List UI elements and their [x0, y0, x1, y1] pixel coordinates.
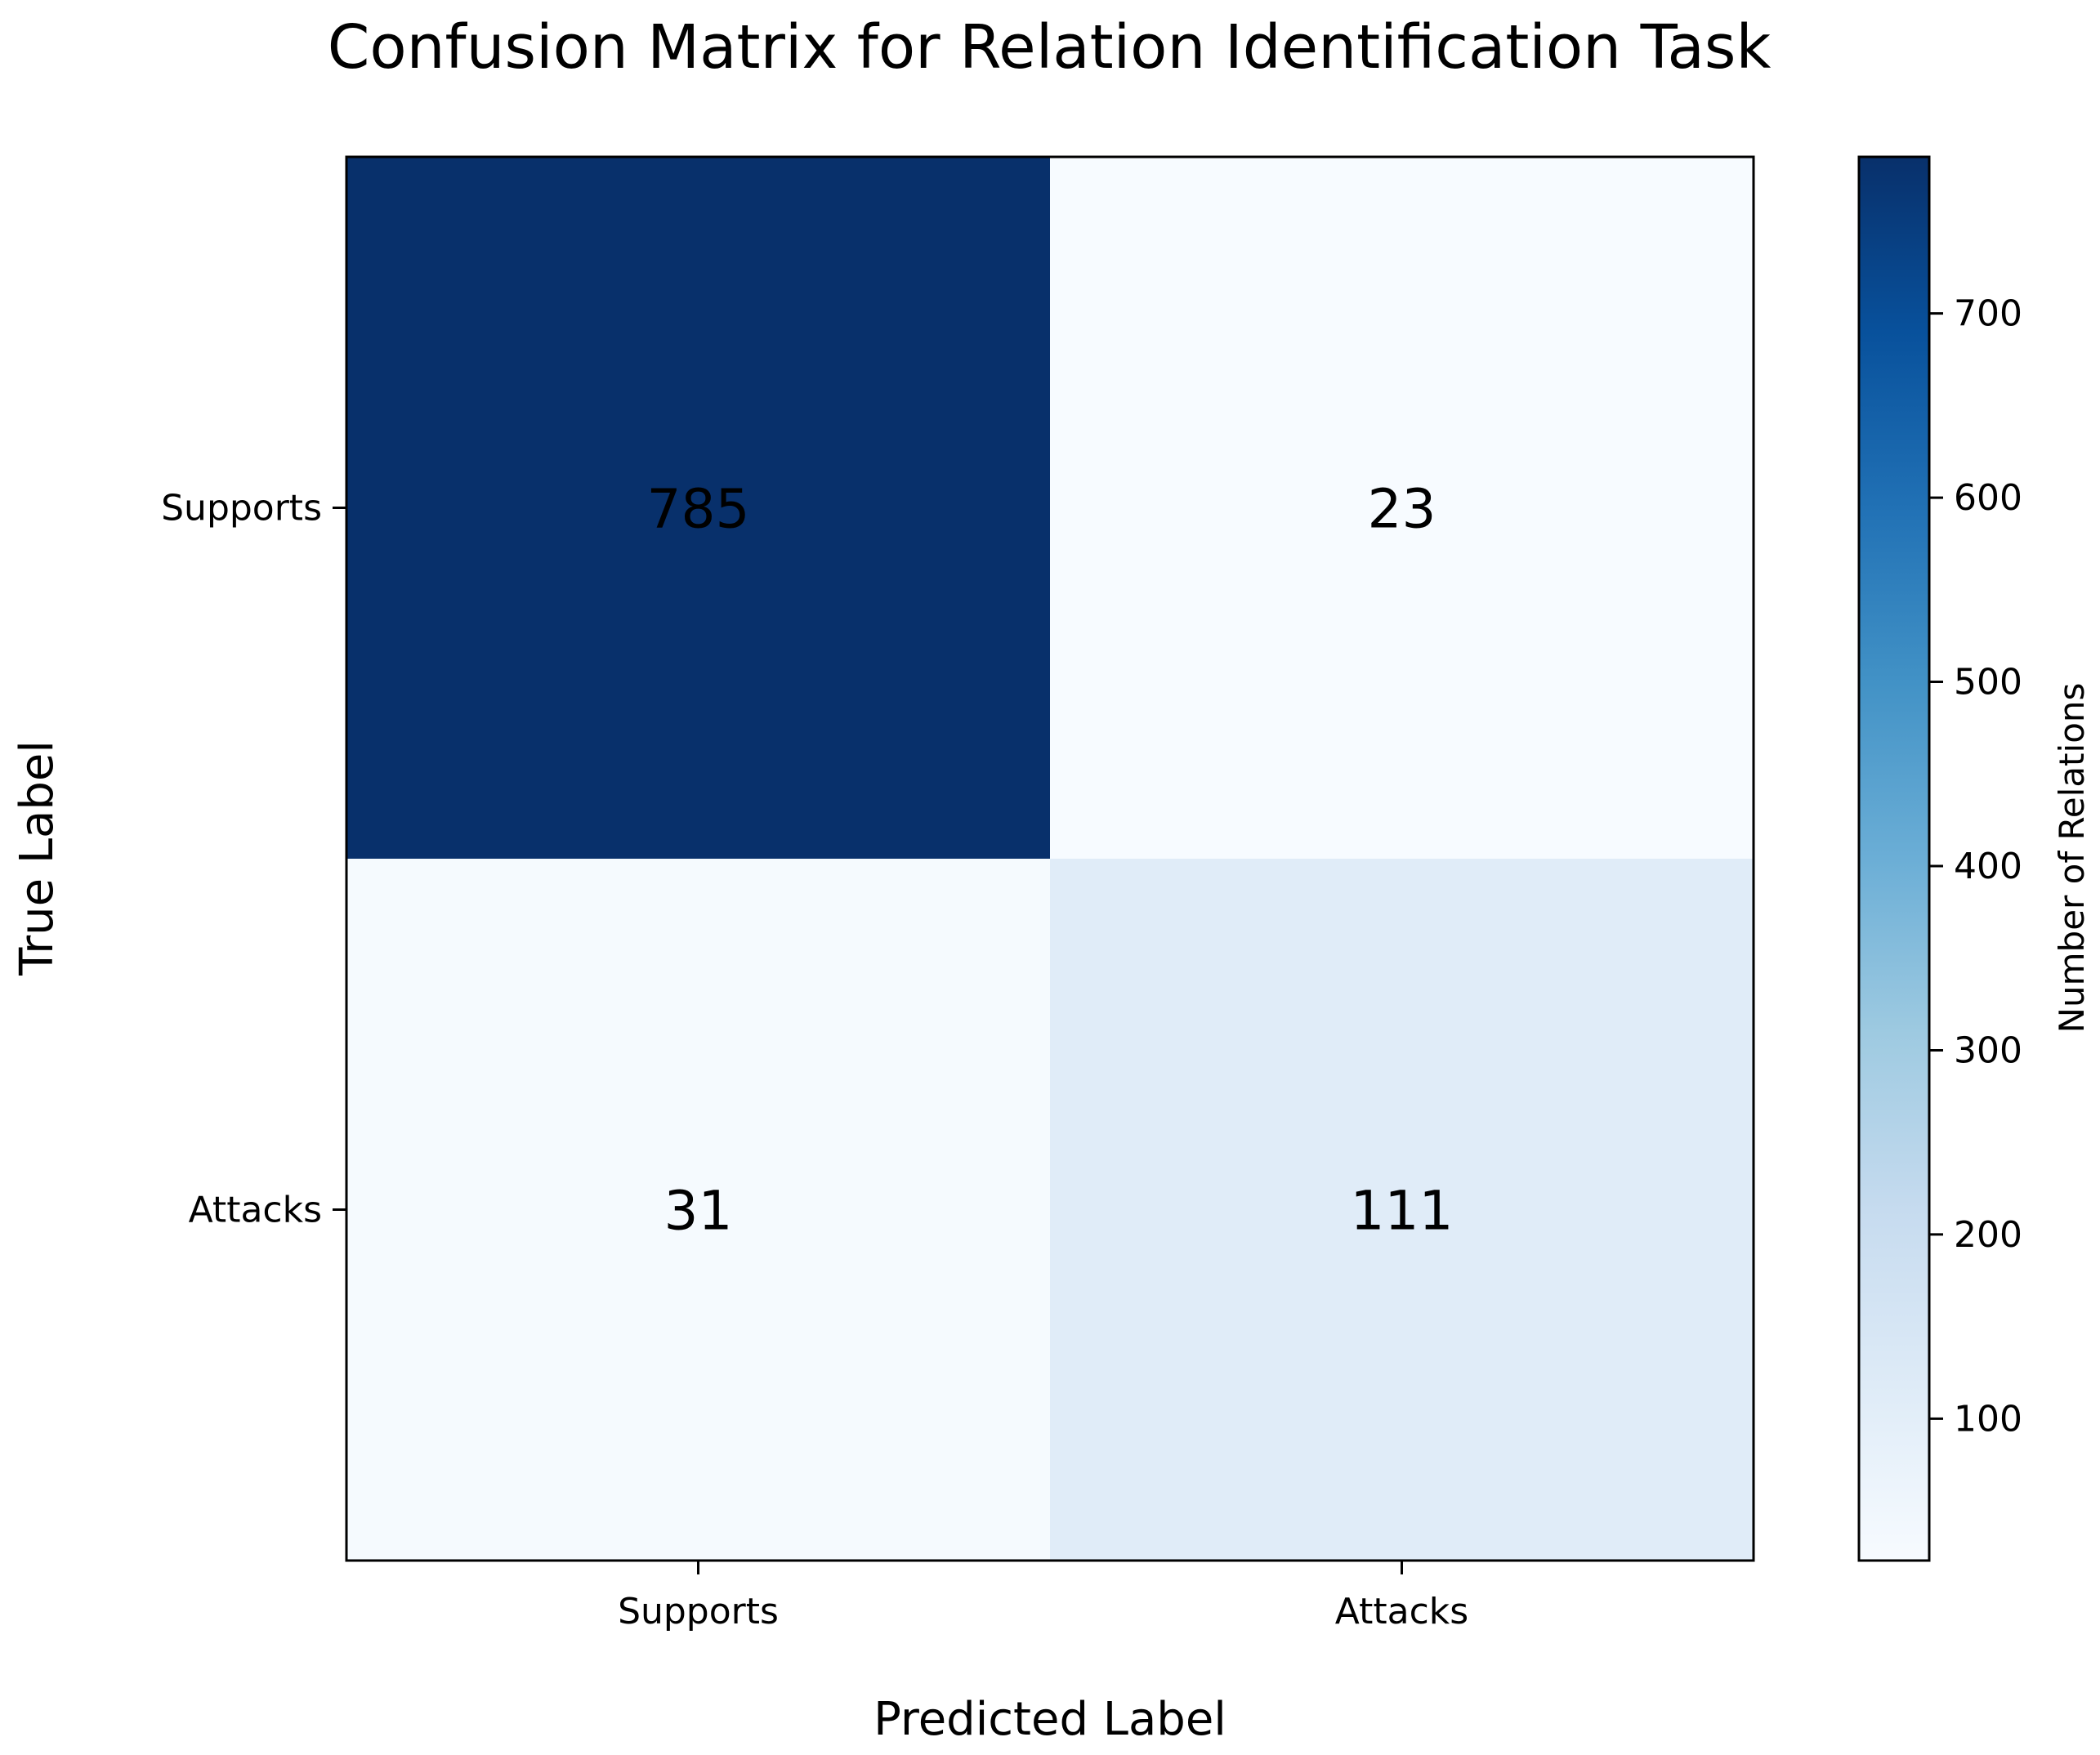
colorbar-tick-label: 300 [1954, 1029, 2022, 1071]
colorbar-tick-label: 700 [1954, 293, 2022, 335]
colorbar-ticks: 100 200 300 400 500 600 700 [1929, 293, 2022, 1440]
plot-frame [345, 155, 1755, 1562]
x-tick-label: Attacks [1335, 1591, 1468, 1632]
heatmap-cell [1050, 157, 1754, 860]
y-tick-label: Attacks [189, 1190, 322, 1231]
chart-title: Confusion Matrix for Relation Identifica… [328, 12, 1772, 83]
colorbar-tick-label: 200 [1954, 1214, 2022, 1256]
cell-value-label: 23 [1368, 478, 1436, 541]
heatmap-cells: 785 23 31 111 [346, 157, 1754, 1561]
heatmap-cell [346, 157, 1051, 860]
heatmap-cell [346, 859, 1051, 1561]
x-tick-label: Supports [618, 1591, 779, 1632]
y-axis-label: True Label [11, 740, 64, 976]
colorbar-tick-label: 400 [1954, 846, 2022, 887]
colorbar-tick-label: 100 [1954, 1398, 2022, 1440]
colorbar-tick-label: 500 [1954, 662, 2022, 703]
x-axis-ticks: Supports Attacks [618, 1561, 1468, 1632]
colorbar-tick-label: 600 [1954, 477, 2022, 519]
colorbar-label: Number of Relations [2052, 683, 2092, 1034]
cell-value-label: 785 [647, 478, 750, 541]
y-tick-label: Supports [161, 488, 322, 529]
cell-value-label: 111 [1351, 1180, 1454, 1243]
x-axis-label: Predicted Label [874, 1693, 1226, 1746]
heatmap-cell [1050, 859, 1754, 1561]
colorbar [1857, 155, 1931, 1562]
cell-value-label: 31 [664, 1180, 733, 1243]
